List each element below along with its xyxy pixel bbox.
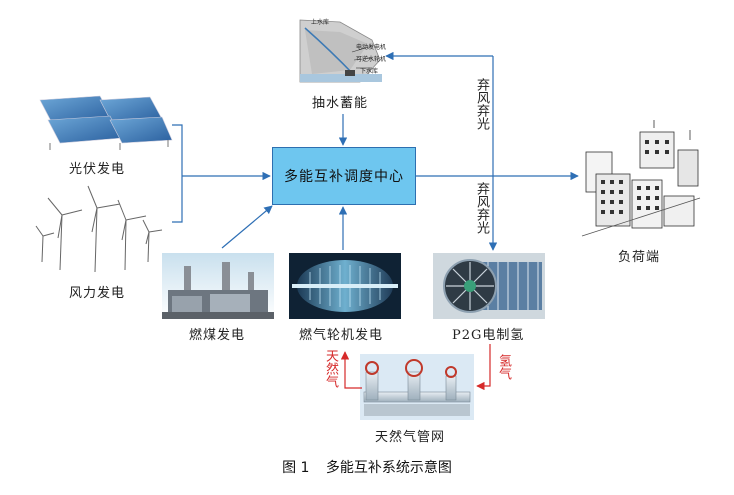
wind-turbines-image [35, 185, 163, 273]
flow-connectors [172, 51, 579, 251]
pumped-storage-label: 抽水蓄能 [312, 96, 369, 111]
load-city-image [581, 120, 701, 237]
figure-caption: 图 1 多能互补系统示意图 [0, 457, 734, 477]
coal-label: 燃煤发电 [189, 328, 246, 343]
gas-network-label: 天然气管网 [375, 430, 446, 445]
pumped-lower-label: 下水库 [360, 68, 379, 75]
pv-panels-image [39, 95, 173, 150]
gas-turbine-image [289, 253, 401, 319]
hydrogen-label: 氢气 [496, 354, 511, 380]
p2g-image [433, 253, 545, 319]
pumped-machine1-label: 电动发电机 [356, 44, 387, 51]
load-label: 负荷端 [618, 250, 661, 265]
gas-turbine-label: 燃气轮机发电 [299, 328, 384, 343]
pumped-upper-label: 上水库 [311, 19, 330, 26]
figure-number: 图 1 [282, 460, 310, 476]
dispatch-center-box: 多能互补调度中心 [272, 147, 416, 205]
natural-gas-label: 天然气 [323, 349, 338, 388]
pv-label: 光伏发电 [69, 162, 126, 177]
gas-connectors [340, 344, 491, 391]
pumped-storage-image [299, 19, 382, 83]
coal-plant-image [162, 253, 274, 319]
p2g-label: P2G电制氢 [452, 328, 525, 343]
figure-title: 多能互补系统示意图 [325, 460, 452, 476]
dispatch-center-label: 多能互补调度中心 [284, 169, 404, 185]
gas-network-image [360, 354, 474, 420]
curtail-bottom-label: 弃风弃光 [474, 182, 489, 234]
wind-label: 风力发电 [69, 286, 126, 301]
pumped-machine2-label: 可逆水轮机 [356, 56, 387, 63]
curtail-top-label: 弃风弃光 [474, 78, 489, 130]
